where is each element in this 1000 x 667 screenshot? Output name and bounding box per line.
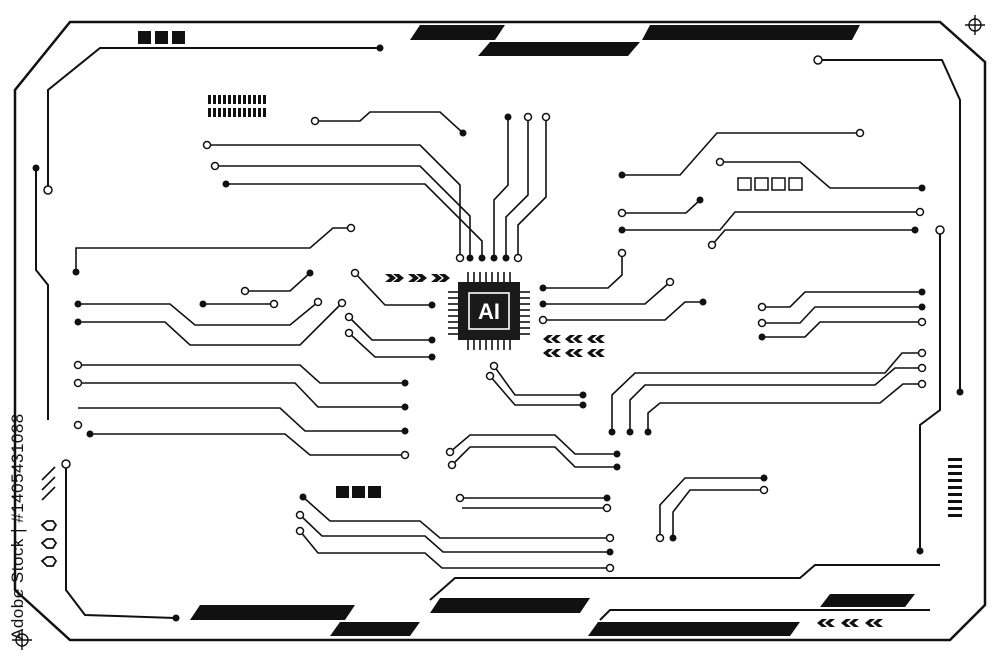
trace-nodes-filled	[32, 44, 964, 622]
frame-accent-blocks	[138, 25, 962, 636]
outer-frame	[13, 20, 987, 642]
chip-label: AI	[478, 299, 500, 324]
trace-nodes-hollow	[43, 55, 945, 573]
chip-inner-outline	[468, 292, 510, 330]
chevron-arrows-icon	[385, 274, 883, 627]
diagonal-ticks	[41, 466, 56, 501]
microchip-icon: AI	[448, 272, 530, 350]
side-caption: Adobe Stock | #1405431088	[8, 413, 27, 640]
empty-squares	[737, 177, 803, 191]
hexagon-icon	[40, 520, 58, 567]
inner-frame-lines	[35, 47, 961, 621]
crosshair-icon	[12, 15, 985, 650]
chip-pins	[448, 272, 530, 350]
circuit-traces	[75, 111, 922, 569]
barcode-stripes	[208, 95, 266, 117]
